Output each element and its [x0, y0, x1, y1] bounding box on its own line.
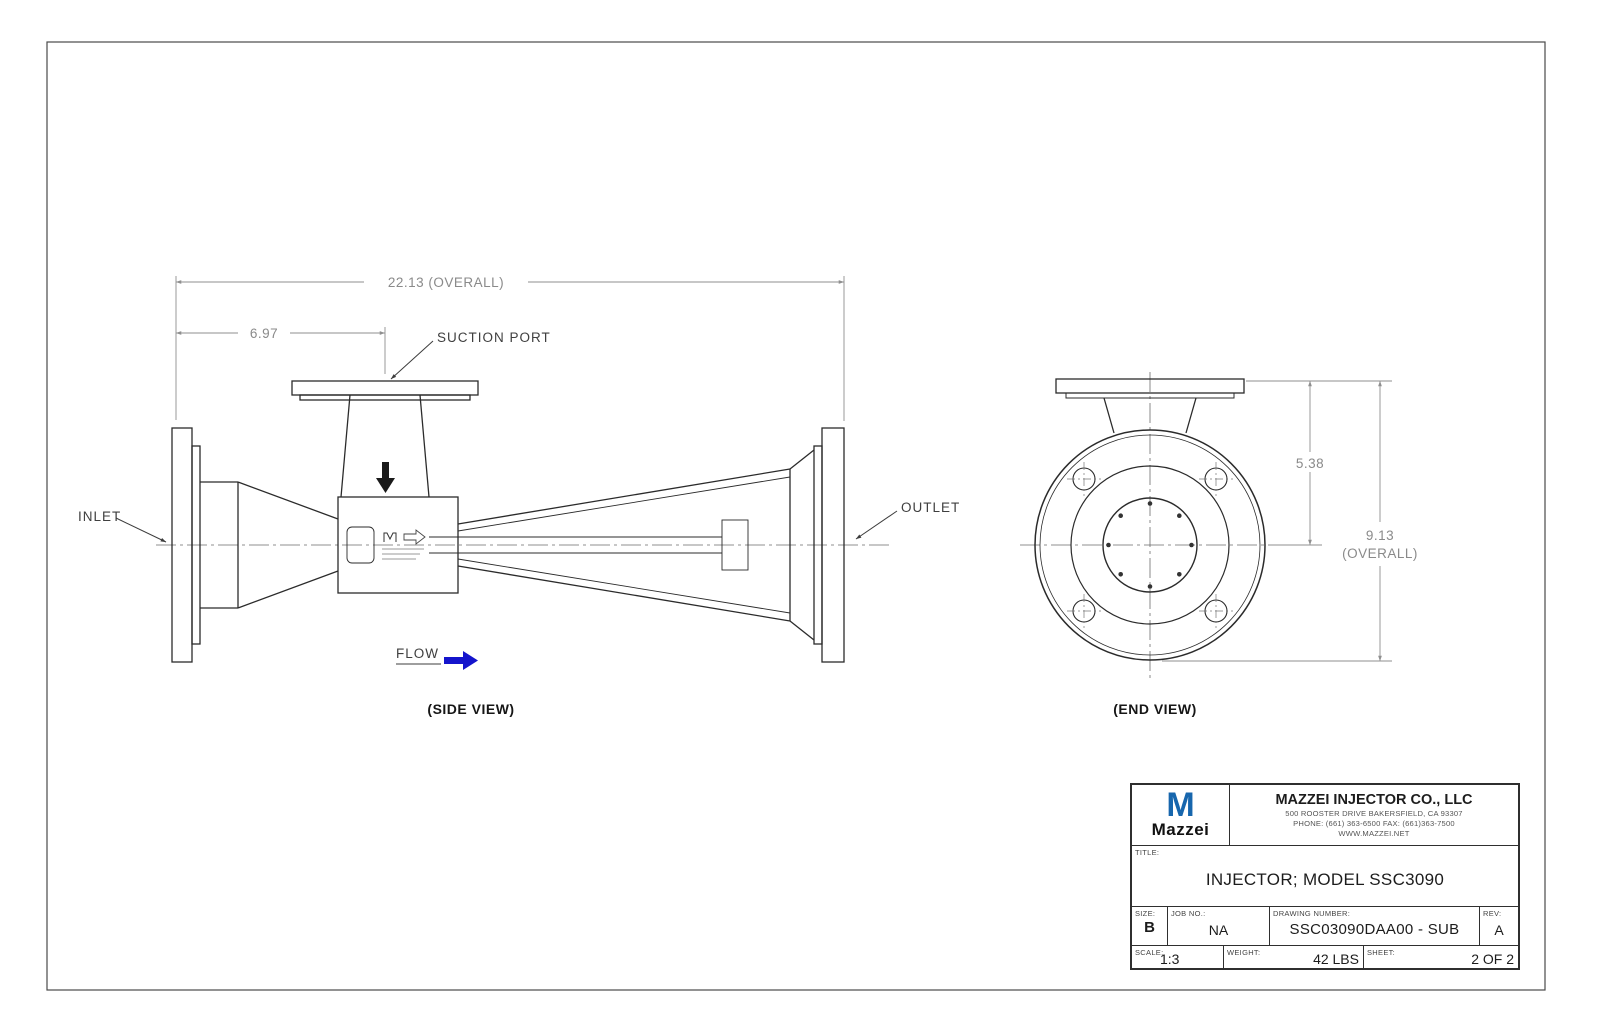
weight-cell: WEIGHT: 42 LBS — [1224, 946, 1364, 969]
drawing-number-label: DRAWING NUMBER: — [1273, 909, 1351, 918]
weight-value: 42 LBS — [1313, 951, 1359, 967]
info-row-2: SCALE: 1:3 WEIGHT: 42 LBS SHEET: 2 OF 2 — [1132, 946, 1518, 969]
leader-outlet — [855, 510, 898, 540]
side-view-body — [171, 380, 845, 663]
flange-outer-circle — [1034, 429, 1266, 661]
label-flow: FLOW — [396, 646, 439, 661]
title-label: TITLE: — [1135, 848, 1160, 857]
end-view: 5.38 9.13 (OVERALL) (END VIEW) — [1020, 372, 1424, 717]
company-address: 500 ROOSTER DRIVE BAKERSFIELD, CA 93307 — [1285, 809, 1463, 818]
body-plate — [346, 526, 375, 564]
title-block: M Mazzei MAZZEI INJECTOR CO., LLC 500 RO… — [1130, 783, 1520, 970]
drawing-number-cell: DRAWING NUMBER: SSC03090DAA00 - SUB — [1270, 907, 1480, 945]
bore-circle — [1102, 497, 1198, 593]
rev-label: REV: — [1483, 909, 1502, 918]
side-view-leaders — [115, 340, 898, 543]
end-view-caption: (END VIEW) — [1113, 701, 1197, 717]
mazzei-logo-icon: M — [1166, 786, 1195, 824]
side-view-caption: (SIDE VIEW) — [427, 701, 514, 717]
internal-nozzle — [721, 519, 749, 571]
inlet-flange-face — [191, 445, 201, 645]
dim-text-mask — [364, 272, 528, 291]
job-cell: JOB NO.: NA — [1168, 907, 1270, 945]
sheet-cell: SHEET: 2 OF 2 — [1364, 946, 1518, 969]
info-row-1: SIZE: B JOB NO.: NA DRAWING NUMBER: SSC0… — [1132, 907, 1518, 946]
company-phone-fax: PHONE: (661) 363-6500 FAX: (661)363-7500 — [1293, 819, 1455, 828]
dim-text-mask — [1336, 522, 1424, 566]
company-info: MAZZEI INJECTOR CO., LLC 500 ROOSTER DRI… — [1230, 785, 1518, 845]
bolt-hole-crosshairs — [1067, 462, 1233, 628]
sheet-label: SHEET: — [1367, 948, 1396, 957]
title-block-header: M Mazzei MAZZEI INJECTOR CO., LLC 500 RO… — [1132, 785, 1518, 846]
sheet-value: 2 OF 2 — [1471, 951, 1514, 967]
dim-overall-suffix: (OVERALL) — [1342, 546, 1418, 561]
dim-text-mask — [238, 324, 290, 342]
label-outlet: OUTLET — [901, 500, 960, 515]
dim-center-height: 5.38 — [1296, 456, 1324, 471]
leader-inlet — [115, 517, 167, 543]
sheet-border — [46, 41, 1546, 991]
side-view-dimensions — [175, 276, 845, 421]
size-label: SIZE: — [1135, 909, 1156, 918]
dim-overall-length: 22.13 (OVERALL) — [388, 275, 504, 290]
title-row: TITLE: INJECTOR; MODEL SSC3090 — [1132, 846, 1518, 907]
company-website: WWW.MAZZEI.NET — [1338, 829, 1410, 838]
job-label: JOB NO.: — [1171, 909, 1206, 918]
label-suction-port: SUCTION PORT — [437, 330, 551, 345]
outlet-flange — [821, 427, 845, 663]
end-view-dimensions — [1162, 380, 1392, 662]
body-nameplate-marks — [382, 529, 426, 560]
injector-body — [337, 496, 459, 594]
size-value: B — [1144, 919, 1155, 936]
raised-face-circle — [1070, 465, 1230, 625]
company-name: MAZZEI INJECTOR CO., LLC — [1275, 792, 1473, 808]
scale-label: SCALE: — [1135, 948, 1164, 957]
rev-value: A — [1494, 922, 1504, 938]
scale-value: 1:3 — [1160, 951, 1180, 967]
scale-cell: SCALE: 1:3 — [1132, 946, 1224, 969]
company-logo: M Mazzei — [1132, 785, 1230, 845]
suction-direction-arrow — [376, 462, 395, 493]
flow-arrow-icon — [444, 651, 478, 670]
drawing-number-value: SSC03090DAA00 - SUB — [1289, 921, 1460, 938]
dim-suction-offset: 6.97 — [250, 326, 278, 341]
job-value: NA — [1208, 922, 1229, 938]
suction-flange — [291, 380, 479, 396]
size-cell: SIZE: B — [1132, 907, 1168, 945]
side-view: 22.13 (OVERALL) 6.97 SUCTION PORT INLET … — [78, 272, 960, 717]
dim-overall-height: 9.13 — [1366, 528, 1394, 543]
mazzei-wordmark: Mazzei — [1151, 820, 1210, 839]
rev-cell: REV: A — [1480, 907, 1518, 945]
drawing-title: INJECTOR; MODEL SSC3090 — [1205, 870, 1445, 889]
leader-suction-port — [390, 340, 434, 380]
dim-text-mask — [1288, 452, 1332, 472]
inner-hole-pattern — [1106, 501, 1194, 589]
weight-label: WEIGHT: — [1227, 948, 1261, 957]
label-inlet: INLET — [78, 509, 121, 524]
